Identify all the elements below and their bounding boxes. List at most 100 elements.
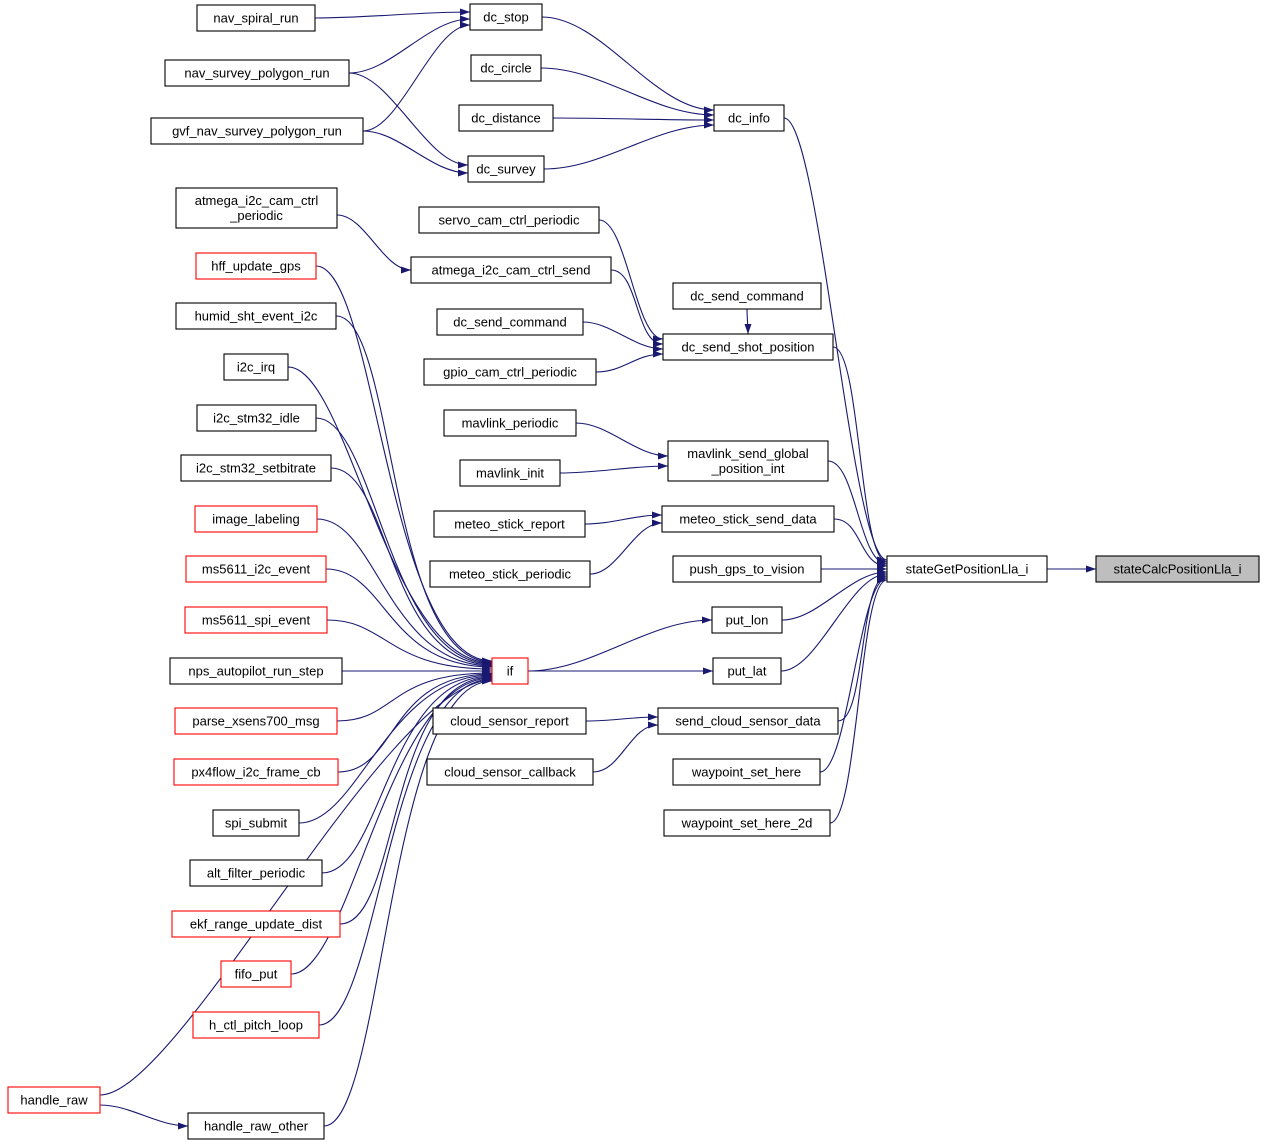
node-box-handle_raw_other[interactable] xyxy=(187,1112,325,1140)
node-box-spi_submit[interactable] xyxy=(212,809,300,837)
node-if[interactable]: if xyxy=(491,657,529,685)
node-box-nav_survey_polygon_run[interactable] xyxy=(164,59,350,87)
node-box-h_ctl_pitch_loop[interactable] xyxy=(192,1011,320,1039)
node-box-dc_send_command_mid[interactable] xyxy=(436,308,584,336)
node-box-send_cloud_sensor_data[interactable] xyxy=(657,707,839,735)
node-box-i2c_stm32_idle[interactable] xyxy=(196,404,317,432)
node-box-i2c_irq[interactable] xyxy=(223,353,289,381)
node-ekf_range_update_dist[interactable]: ekf_range_update_dist xyxy=(171,910,341,938)
node-mavlink_init[interactable]: mavlink_init xyxy=(459,459,561,487)
node-box-push_gps_to_vision[interactable] xyxy=(672,555,822,583)
node-dc_circle[interactable]: dc_circle xyxy=(470,54,542,82)
node-px4flow_i2c_frame_cb[interactable]: px4flow_i2c_frame_cb xyxy=(173,758,339,786)
node-box-humid_sht_event_i2c[interactable] xyxy=(175,302,337,330)
node-box-gpio_cam_ctrl_periodic[interactable] xyxy=(423,358,597,386)
node-box-put_lat[interactable] xyxy=(712,657,782,685)
node-box-dc_circle[interactable] xyxy=(470,54,542,82)
node-dc_send_shot_position[interactable]: dc_send_shot_position xyxy=(662,333,834,361)
node-waypoint_set_here_2d[interactable]: waypoint_set_here_2d xyxy=(663,809,831,837)
node-box-mavlink_send_global_position_int[interactable] xyxy=(667,440,829,482)
node-label-i2c_irq: i2c_irq xyxy=(237,360,275,375)
node-box-px4flow_i2c_frame_cb[interactable] xyxy=(173,758,339,786)
node-box-hff_update_gps[interactable] xyxy=(195,252,317,280)
node-box-parse_xsens700_msg[interactable] xyxy=(174,707,338,735)
node-waypoint_set_here[interactable]: waypoint_set_here xyxy=(672,758,821,786)
node-meteo_stick_send_data[interactable]: meteo_stick_send_data xyxy=(661,505,835,533)
node-box-cloud_sensor_report[interactable] xyxy=(432,707,587,735)
node-box-atmega_i2c_cam_ctrl_periodic[interactable] xyxy=(175,187,338,229)
node-dc_info[interactable]: dc_info xyxy=(713,104,785,132)
node-box-fifo_put[interactable] xyxy=(220,960,292,988)
node-ms5611_i2c_event[interactable]: ms5611_i2c_event xyxy=(185,555,327,583)
node-hff_update_gps[interactable]: hff_update_gps xyxy=(195,252,317,280)
node-box-dc_stop[interactable] xyxy=(469,3,543,31)
node-mavlink_send_global_position_int[interactable]: mavlink_send_global_position_int xyxy=(667,440,829,482)
node-box-dc_info[interactable] xyxy=(713,104,785,132)
node-alt_filter_periodic[interactable]: alt_filter_periodic xyxy=(189,859,323,887)
node-ms5611_spi_event[interactable]: ms5611_spi_event xyxy=(184,606,328,634)
node-box-i2c_stm32_setbitrate[interactable] xyxy=(180,454,332,482)
node-atmega_i2c_cam_ctrl_send[interactable]: atmega_i2c_cam_ctrl_send xyxy=(410,256,612,284)
node-i2c_stm32_idle[interactable]: i2c_stm32_idle xyxy=(196,404,317,432)
node-box-handle_raw[interactable] xyxy=(7,1086,101,1114)
node-h_ctl_pitch_loop[interactable]: h_ctl_pitch_loop xyxy=(192,1011,320,1039)
node-box-dc_survey[interactable] xyxy=(467,155,545,183)
node-meteo_stick_periodic[interactable]: meteo_stick_periodic xyxy=(429,560,591,588)
node-dc_send_command_mid[interactable]: dc_send_command xyxy=(436,308,584,336)
node-image_labeling[interactable]: image_labeling xyxy=(194,505,318,533)
node-meteo_stick_report[interactable]: meteo_stick_report xyxy=(433,510,586,538)
node-humid_sht_event_i2c[interactable]: humid_sht_event_i2c xyxy=(175,302,337,330)
node-i2c_stm32_setbitrate[interactable]: i2c_stm32_setbitrate xyxy=(180,454,332,482)
node-cloud_sensor_report[interactable]: cloud_sensor_report xyxy=(432,707,587,735)
node-box-gvf_nav_survey_polygon_run[interactable] xyxy=(150,117,364,145)
node-box-put_lon[interactable] xyxy=(711,606,783,634)
node-box-waypoint_set_here[interactable] xyxy=(672,758,821,786)
node-box-meteo_stick_send_data[interactable] xyxy=(661,505,835,533)
node-box-meteo_stick_report[interactable] xyxy=(433,510,586,538)
node-box-image_labeling[interactable] xyxy=(194,505,318,533)
node-box-stateGetPositionLla_i[interactable] xyxy=(886,555,1048,583)
node-box-meteo_stick_periodic[interactable] xyxy=(429,560,591,588)
node-box-atmega_i2c_cam_ctrl_send[interactable] xyxy=(410,256,612,284)
node-box-nav_spiral_run[interactable] xyxy=(196,4,316,32)
node-box-dc_distance[interactable] xyxy=(458,104,554,132)
node-spi_submit[interactable]: spi_submit xyxy=(212,809,300,837)
node-push_gps_to_vision[interactable]: push_gps_to_vision xyxy=(672,555,822,583)
node-nav_spiral_run[interactable]: nav_spiral_run xyxy=(196,4,316,32)
node-box-nps_autopilot_run_step[interactable] xyxy=(169,657,343,685)
node-box-waypoint_set_here_2d[interactable] xyxy=(663,809,831,837)
node-gpio_cam_ctrl_periodic[interactable]: gpio_cam_ctrl_periodic xyxy=(423,358,597,386)
node-box-cloud_sensor_callback[interactable] xyxy=(426,758,594,786)
node-box-dc_send_command_right[interactable] xyxy=(672,282,822,310)
node-box-servo_cam_ctrl_periodic[interactable] xyxy=(418,206,600,234)
node-dc_distance[interactable]: dc_distance xyxy=(458,104,554,132)
node-box-alt_filter_periodic[interactable] xyxy=(189,859,323,887)
node-box-ekf_range_update_dist[interactable] xyxy=(171,910,341,938)
node-parse_xsens700_msg[interactable]: parse_xsens700_msg xyxy=(174,707,338,735)
node-nps_autopilot_run_step[interactable]: nps_autopilot_run_step xyxy=(169,657,343,685)
node-servo_cam_ctrl_periodic[interactable]: servo_cam_ctrl_periodic xyxy=(418,206,600,234)
node-dc_send_command_right[interactable]: dc_send_command xyxy=(672,282,822,310)
node-cloud_sensor_callback[interactable]: cloud_sensor_callback xyxy=(426,758,594,786)
node-box-ms5611_i2c_event[interactable] xyxy=(185,555,327,583)
node-dc_stop[interactable]: dc_stop xyxy=(469,3,543,31)
node-put_lon[interactable]: put_lon xyxy=(711,606,783,634)
node-dc_survey[interactable]: dc_survey xyxy=(467,155,545,183)
node-handle_raw[interactable]: handle_raw xyxy=(7,1086,101,1114)
node-stateGetPositionLla_i[interactable]: stateGetPositionLla_i xyxy=(886,555,1048,583)
node-atmega_i2c_cam_ctrl_periodic[interactable]: atmega_i2c_cam_ctrl_periodic xyxy=(175,187,338,229)
node-put_lat[interactable]: put_lat xyxy=(712,657,782,685)
node-mavlink_periodic[interactable]: mavlink_periodic xyxy=(443,409,577,437)
node-box-mavlink_init[interactable] xyxy=(459,459,561,487)
edge-atmega_i2c_cam_ctrl_periodic-to-atmega_i2c_cam_ctrl_send xyxy=(336,214,412,274)
node-nav_survey_polygon_run[interactable]: nav_survey_polygon_run xyxy=(164,59,350,87)
node-send_cloud_sensor_data[interactable]: send_cloud_sensor_data xyxy=(657,707,839,735)
node-box-ms5611_spi_event[interactable] xyxy=(184,606,328,634)
node-box-if[interactable] xyxy=(491,657,529,685)
node-gvf_nav_survey_polygon_run[interactable]: gvf_nav_survey_polygon_run xyxy=(150,117,364,145)
node-handle_raw_other[interactable]: handle_raw_other xyxy=(187,1112,325,1140)
node-box-mavlink_periodic[interactable] xyxy=(443,409,577,437)
node-fifo_put[interactable]: fifo_put xyxy=(220,960,292,988)
node-box-dc_send_shot_position[interactable] xyxy=(662,333,834,361)
node-i2c_irq[interactable]: i2c_irq xyxy=(223,353,289,381)
